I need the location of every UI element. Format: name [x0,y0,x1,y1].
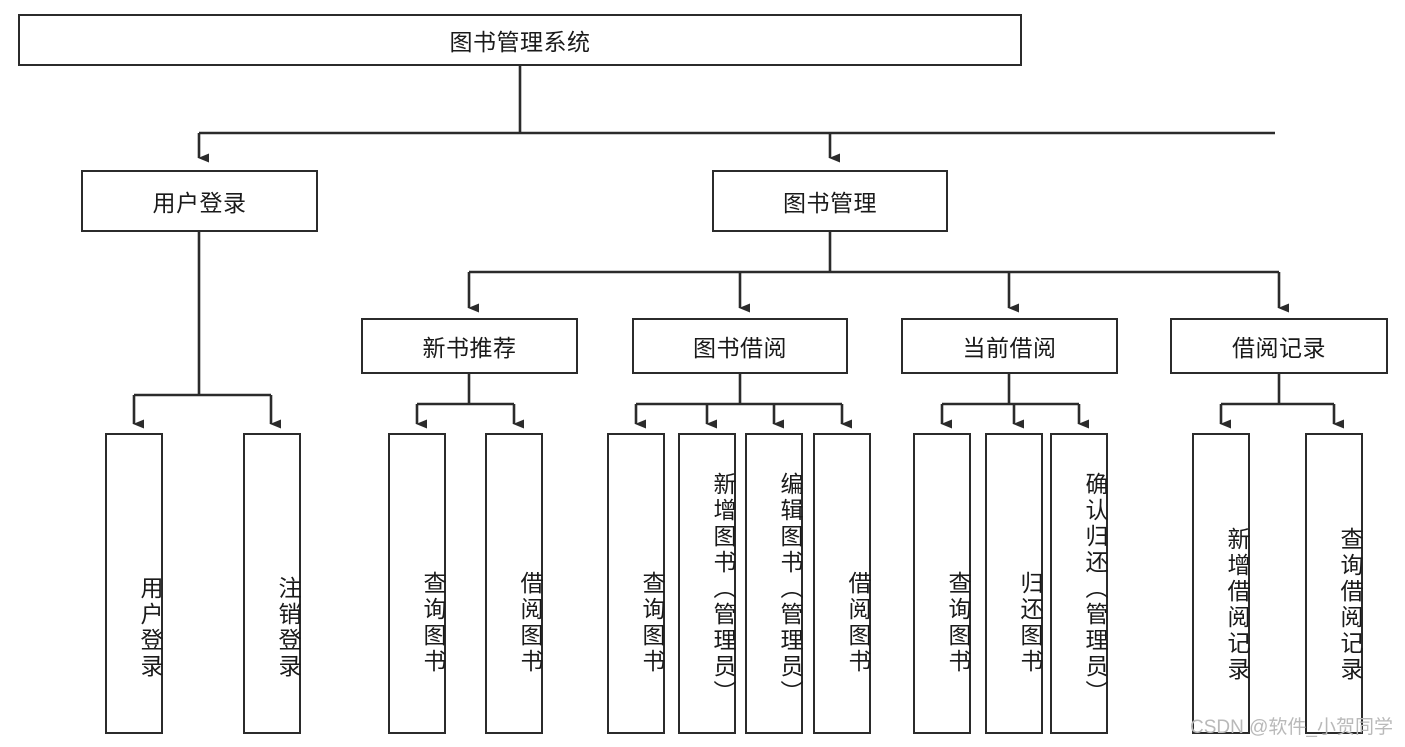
node-new-book-recommendation[interactable]: 新书推荐 [361,318,578,374]
leaf-add-borrowing-record[interactable]: 新增借阅记录 [1192,433,1250,734]
node-label: 借阅记录 [1232,335,1326,361]
leaf-confirm-return-admin[interactable]: 确认归还（管理员） [1050,433,1108,734]
node-borrowing-records[interactable]: 借阅记录 [1170,318,1388,374]
node-label: 图书管理 [783,190,877,216]
node-current-borrowing[interactable]: 当前借阅 [901,318,1118,374]
leaf-logout[interactable]: 注销登录 [243,433,301,734]
leaf-borrow-books-borrowing[interactable]: 借阅图书 [813,433,871,734]
leaf-query-books-borrowing[interactable]: 查询图书 [607,433,665,734]
watermark: CSDN @软件_小贺同学 [1190,717,1393,738]
node-label: 查询图书 [420,570,446,675]
node-label: 新增借阅记录 [1224,526,1250,683]
node-label: 图书管理系统 [449,29,591,55]
leaf-return-books[interactable]: 归还图书 [985,433,1043,734]
node-label: 新增图书（管理员） [710,471,736,706]
node-label: 查询借阅记录 [1337,526,1363,683]
node-label: 注销登录 [275,575,301,680]
node-label: 用户登录 [152,190,247,216]
leaf-add-book-admin[interactable]: 新增图书（管理员） [678,433,736,734]
leaf-query-borrowing-record[interactable]: 查询借阅记录 [1305,433,1363,734]
leaf-edit-book-admin[interactable]: 编辑图书（管理员） [745,433,803,734]
node-label: 用户登录 [137,575,163,680]
node-label: 归还图书 [1017,570,1043,675]
node-label: 借阅图书 [517,570,543,675]
node-root-book-management-system[interactable]: 图书管理系统 [18,14,1022,66]
leaf-borrow-books-recommendation[interactable]: 借阅图书 [485,433,543,734]
node-book-management[interactable]: 图书管理 [712,170,948,232]
node-label: 借阅图书 [845,570,871,675]
node-book-borrowing[interactable]: 图书借阅 [632,318,848,374]
node-label: 当前借阅 [962,335,1057,361]
node-label: 确认归还（管理员） [1082,471,1108,706]
node-user-login[interactable]: 用户登录 [81,170,318,232]
node-label: 编辑图书（管理员） [777,471,803,706]
leaf-query-books-recommendation[interactable]: 查询图书 [388,433,446,734]
node-label: 新书推荐 [422,335,517,361]
node-label: 查询图书 [639,570,665,675]
node-label: 查询图书 [945,570,971,675]
node-label: 图书借阅 [693,335,787,361]
leaf-user-login[interactable]: 用户登录 [105,433,163,734]
leaf-query-books-current[interactable]: 查询图书 [913,433,971,734]
